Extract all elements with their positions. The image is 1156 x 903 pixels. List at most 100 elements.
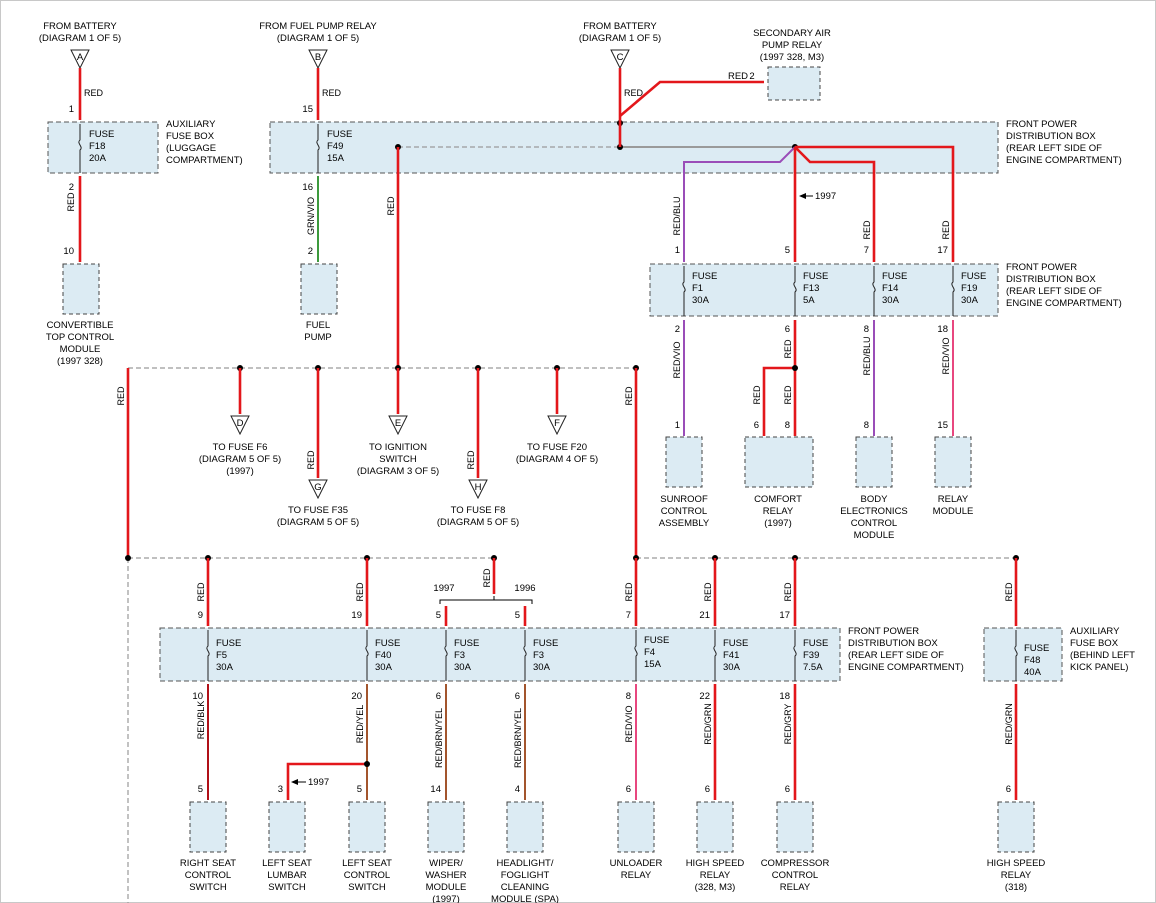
wire-to-h-label: RED (466, 450, 476, 470)
note-1997-top: 1997 (815, 191, 836, 202)
wire-f1-in-label: RED/BLU (672, 196, 682, 235)
svg-text:F3: F3 (454, 650, 465, 661)
front-top-label1: FRONT POWER (1006, 119, 1077, 130)
pin-relay-module: 15 (937, 420, 948, 431)
wire-c-to-secondary-air (619, 80, 764, 117)
pin-f3b-in: 5 (515, 610, 520, 621)
to-ignition-label: TO IGNITION SWITCH (DIAGRAM 3 OF 5) (357, 442, 439, 477)
svg-text:HIGH SPEED: HIGH SPEED (987, 858, 1046, 869)
wire-f14-in-label: RED (862, 220, 872, 240)
connector-d-triangle (230, 415, 250, 436)
pin-f1-out: 2 (675, 324, 680, 335)
pin-pump: 2 (308, 246, 313, 257)
aux-luggage-label4: COMPARTMENT) (166, 155, 243, 166)
pin-f3a-in: 5 (436, 610, 441, 621)
pin-b-in: 15 (302, 104, 313, 115)
wire-a-label: RED (84, 88, 104, 98)
svg-text:MODULE (SPA): MODULE (SPA) (491, 894, 559, 903)
connector-f-triangle (547, 415, 567, 436)
wire-f40-out-label: RED/YEL (355, 705, 365, 744)
source-battery-a: FROM BATTERY (DIAGRAM 1 OF 5) A (39, 21, 121, 70)
svg-text:FUSE: FUSE (533, 638, 558, 649)
svg-text:WASHER: WASHER (425, 870, 466, 881)
pin-left-seat: 5 (357, 784, 362, 795)
connector-b-letter: B (315, 52, 321, 63)
secondary-air-pin: 2 (749, 71, 754, 82)
left-lumbar-switch-box (268, 801, 306, 853)
comfort-label: COMFORT RELAY (1997) (754, 494, 802, 529)
wire-comfort8-label: RED (783, 385, 793, 405)
svg-text:FUSE: FUSE (961, 271, 986, 282)
svg-text:7.5A: 7.5A (803, 662, 823, 673)
pin-wiper: 14 (430, 784, 441, 795)
wire-f4-in-label: RED (624, 582, 634, 602)
arrow-1997-icon (799, 193, 806, 199)
svg-text:FUSE: FUSE (803, 271, 828, 282)
svg-text:30A: 30A (375, 662, 393, 673)
front-top-label3: (REAR LEFT SIDE OF (1006, 143, 1102, 154)
pin-f1-in: 1 (675, 245, 680, 256)
front-bot-label1: FRONT POWER (848, 626, 919, 637)
svg-text:F13: F13 (803, 283, 819, 294)
secondary-air-label1: SECONDARY AIR (753, 28, 831, 39)
pin-f4-out: 8 (626, 691, 631, 702)
svg-text:MODULE: MODULE (60, 344, 101, 355)
svg-text:SWITCH: SWITCH (268, 882, 306, 893)
svg-text:CONTROL: CONTROL (772, 870, 818, 881)
svg-text:F4: F4 (644, 647, 655, 658)
secondary-air-label3: (1997 328, M3) (760, 52, 824, 63)
convertible-top-module-label: CONVERTIBLE TOP CONTROL MODULE (1997 328… (46, 320, 114, 367)
svg-text:F40: F40 (375, 650, 391, 661)
wire-to-f1 (683, 146, 796, 262)
pin-f13-out: 6 (785, 324, 790, 335)
front-mid-label4: ENGINE COMPARTMENT) (1006, 298, 1122, 309)
compressor-label: COMPRESSOR CONTROL RELAY (761, 858, 830, 893)
wire-c-label: RED (624, 88, 644, 98)
relay-module-box (934, 436, 972, 488)
svg-text:30A: 30A (723, 662, 741, 673)
svg-text:RELAY: RELAY (938, 494, 969, 505)
svg-text:COMPRESSOR: COMPRESSOR (761, 858, 830, 869)
aux-fuse-box-kick (983, 627, 1063, 682)
svg-text:RELAY: RELAY (763, 506, 794, 517)
connector-h-triangle (468, 479, 488, 500)
fuse-f18: FUSE F18 20A (78, 124, 114, 173)
svg-text:LEFT SEAT: LEFT SEAT (262, 858, 312, 869)
fuse-f49: FUSE F49 15A (316, 124, 352, 173)
pin-unloader: 6 (626, 784, 631, 795)
svg-text:F3: F3 (533, 650, 544, 661)
svg-text:CONTROL: CONTROL (344, 870, 390, 881)
secondary-air-relay-box (767, 66, 821, 101)
svg-text:RIGHT SEAT: RIGHT SEAT (180, 858, 236, 869)
aux-kick-label1: AUXILIARY (1070, 626, 1120, 637)
pin-f39-in: 17 (779, 610, 790, 621)
wire-f3-in-label: RED (482, 568, 492, 588)
svg-text:(1997): (1997) (764, 518, 791, 529)
connector-h-letter: H (475, 482, 482, 493)
svg-text:F19: F19 (961, 283, 977, 294)
wire-f48-in-label: RED (1004, 582, 1014, 602)
aux-luggage-label2: FUSE BOX (166, 131, 215, 142)
aux-kick-label2: FUSE BOX (1070, 638, 1119, 649)
pin-high-speed: 6 (705, 784, 710, 795)
right-seat-switch-box (189, 801, 227, 853)
secondary-air-wire-label: RED (728, 71, 748, 82)
svg-text:(DIAGRAM 5 OF 5): (DIAGRAM 5 OF 5) (199, 454, 281, 465)
svg-text:F41: F41 (723, 650, 739, 661)
pin-f3a-out: 6 (436, 691, 441, 702)
svg-text:5A: 5A (803, 295, 815, 306)
svg-text:FUSE: FUSE (327, 129, 352, 140)
to-fuse-f20-label1: TO FUSE F20 (527, 442, 587, 453)
sunroof-box (665, 436, 703, 488)
bracket-f3 (439, 596, 533, 604)
svg-text:FUSE: FUSE (216, 638, 241, 649)
svg-text:RELAY: RELAY (1001, 870, 1032, 881)
arrow-1997-lumbar-icon (291, 779, 298, 785)
body-label: BODY ELECTRONICS CONTROL MODULE (840, 494, 908, 541)
